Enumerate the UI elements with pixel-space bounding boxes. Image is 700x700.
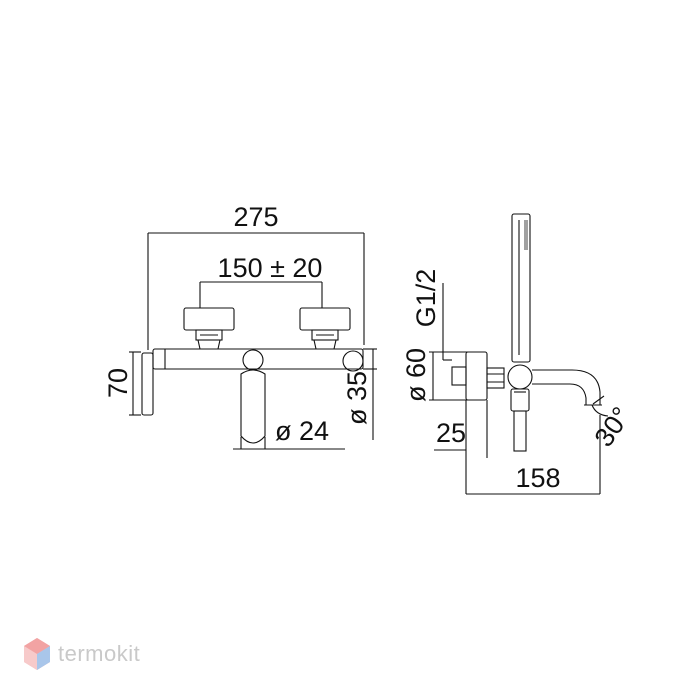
- outlet-end: [342, 350, 364, 372]
- height-dimension-lines: [129, 351, 141, 416]
- lever-diameter-dimension-lines: [233, 437, 345, 450]
- height-label: 70: [103, 368, 133, 398]
- mixer-body: [152, 348, 364, 370]
- offset-label: 25: [436, 418, 466, 448]
- body-diameter-label: ø 35: [342, 371, 372, 425]
- side-view: [429, 213, 609, 495]
- spindle-spacing-dimension-lines: [199, 281, 323, 308]
- termokit-logo-icon: [24, 638, 50, 670]
- thread-label: G1/2: [411, 269, 441, 328]
- watermark-brand-text: termokit: [58, 641, 141, 666]
- wall-plate: [141, 352, 154, 416]
- wall-flange: [465, 351, 488, 401]
- flange-diameter-dimension-lines: [429, 351, 470, 401]
- left-valve-head: [183, 307, 235, 350]
- body-diameter-dimension-lines: [363, 348, 377, 440]
- diverter-knob: [507, 364, 533, 390]
- overall-width-dimension-lines: [147, 232, 365, 350]
- watermark: termokit: [22, 636, 140, 672]
- swivel-angle-lines: [591, 395, 609, 417]
- overall-width-label: 275: [233, 202, 278, 232]
- hex-nut: [486, 367, 505, 389]
- reach-label: 158: [515, 463, 560, 493]
- shower-handset: [511, 213, 531, 363]
- flange-diameter-label: ø 60: [401, 348, 431, 402]
- thread-dimension-lines: [442, 283, 452, 361]
- lever-diameter-label: ø 24: [275, 416, 329, 446]
- connector-nut: [451, 366, 467, 386]
- right-valve-head: [299, 307, 351, 350]
- front-view: [129, 232, 377, 450]
- lever-handle: [240, 349, 266, 444]
- offset-dimension-lines: [434, 400, 488, 458]
- hose-connector: [510, 388, 530, 452]
- spout: [532, 369, 602, 406]
- spindle-spacing-label: 150 ± 20: [218, 253, 323, 283]
- reach-dimension-lines: [465, 415, 601, 495]
- swivel-angle-label: 30°: [589, 402, 637, 453]
